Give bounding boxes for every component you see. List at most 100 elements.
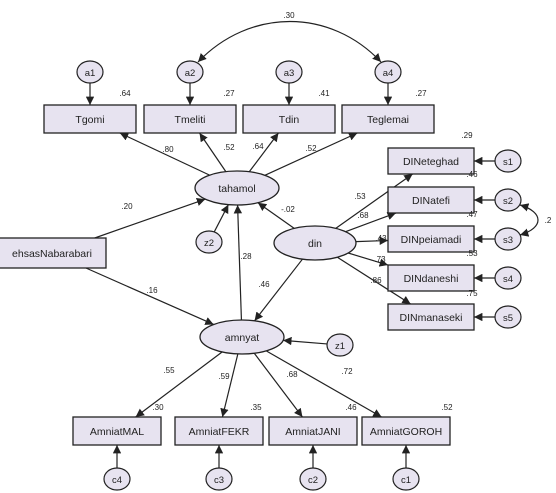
observed-variable-label-dinmanaseki: DINmanaseki xyxy=(399,312,462,324)
path-amnyat-to-tahamol xyxy=(233,204,243,321)
r-squared-amniatfekr: .35 xyxy=(250,403,262,412)
path-din-to-dinpeiamadi xyxy=(355,236,389,245)
observed-variable-dinpeiamadi xyxy=(387,225,475,253)
error-term-label-c1: c1 xyxy=(401,475,411,486)
observed-variable-label-amniatjani: AmniatJANI xyxy=(285,426,340,438)
path-din-to-amnyat xyxy=(254,258,303,322)
error-term-c4 xyxy=(103,467,131,491)
path-coefficient-amnyat-amniatmal: .55 xyxy=(163,366,175,375)
observed-variable-amniatgoroh xyxy=(361,416,451,446)
error-term-s2 xyxy=(494,188,522,212)
covariance-a2-a4 xyxy=(197,20,382,63)
error-term-label-a1: a1 xyxy=(85,68,96,79)
path-ehsasnabarabari-to-amnyat xyxy=(85,267,214,326)
error-term-label-a3: a3 xyxy=(284,68,295,79)
observed-variable-amniatjani xyxy=(268,416,358,446)
path-coefficient-amnyat-amniatgoroh: .72 xyxy=(341,367,353,376)
observed-variable-label-tmeliti: Tmeliti xyxy=(175,114,206,126)
observed-variable-dineteghad xyxy=(387,147,475,175)
latent-variable-amnyat xyxy=(199,319,285,355)
error-term-a1 xyxy=(76,60,104,84)
error-term-label-s5: s5 xyxy=(503,313,513,324)
error-term-s3 xyxy=(494,227,522,251)
error-term-c1 xyxy=(392,467,420,491)
observed-variable-amniatmal xyxy=(72,416,162,446)
r-squared-tmeliti: .27 xyxy=(223,89,235,98)
r-squared-dinpeiamadi: .47 xyxy=(466,210,478,219)
r-squared-amniatjani: .46 xyxy=(345,403,357,412)
latent-variable-label-din: din xyxy=(308,238,322,250)
error-term-label-s4: s4 xyxy=(503,274,513,285)
r-squared-dindaneshi: .53 xyxy=(466,249,478,258)
error-term-label-z2: z2 xyxy=(204,238,214,249)
path-amnyat-to-amniatmal xyxy=(135,351,223,418)
path-z2-to-tahamol xyxy=(213,204,229,233)
r-squared-amniatgoroh: .52 xyxy=(441,403,453,412)
path-coefficient-tahamol-tgomi: .80 xyxy=(162,145,174,154)
observed-variable-label-amniatgoroh: AmniatGOROH xyxy=(370,426,442,438)
error-term-label-c4: c4 xyxy=(112,475,122,486)
error-term-c3 xyxy=(205,467,233,491)
path-coefficient-din-dindaneshi: .73 xyxy=(374,255,386,264)
observed-variable-tgomi xyxy=(43,104,137,134)
error-term-z2 xyxy=(195,230,223,254)
latent-variable-label-amnyat: amnyat xyxy=(225,332,260,344)
error-term-label-a4: a4 xyxy=(383,68,394,79)
error-term-a3 xyxy=(275,60,303,84)
r-squared-dinatefi: .46 xyxy=(466,170,478,179)
path-coefficient-din-dinmanaseki: .86 xyxy=(370,276,382,285)
covariance-label-a2-a4: .30 xyxy=(283,11,295,20)
error-term-label-c2: c2 xyxy=(308,475,318,486)
observed-variable-label-dineteghad: DINeteghad xyxy=(403,156,459,168)
path-coefficient-din-dinatefi: .68 xyxy=(357,211,369,220)
observed-variable-dinmanaseki xyxy=(387,303,475,331)
path-coefficient-amnyat-tahamol: .28 xyxy=(240,252,252,261)
latent-variable-tahamol xyxy=(194,170,280,206)
error-term-a2 xyxy=(176,60,204,84)
path-amnyat-to-amniatgoroh xyxy=(265,350,382,418)
path-coefficient-din-amnyat: .46 xyxy=(258,280,270,289)
path-tahamol-to-tdin xyxy=(248,132,279,173)
path-amnyat-to-amniatfekr xyxy=(220,353,239,418)
error-term-label-s2: s2 xyxy=(503,196,513,207)
r-squared-tdin: .41 xyxy=(318,89,330,98)
error-term-z1 xyxy=(326,333,354,357)
error-term-label-s1: s1 xyxy=(503,157,513,168)
r-squared-dinmanaseki: .75 xyxy=(466,289,478,298)
path-tahamol-to-teglemai xyxy=(264,132,358,176)
covariance-label-s2-s3: .2 xyxy=(545,216,552,225)
path-coefficient-amnyat-amniatfekr: .59 xyxy=(218,372,230,381)
path-coefficient-ehsasnabarabari-tahamol: .20 xyxy=(121,202,133,211)
covariance-s2-s3 xyxy=(519,203,539,237)
path-coefficient-tahamol-tmeliti: .52 xyxy=(223,143,235,152)
observed-variable-tdin xyxy=(242,104,336,134)
path-din-to-dineteghad xyxy=(335,173,413,229)
observed-variable-ehsasnabarabari xyxy=(0,237,107,269)
observed-variable-label-tdin: Tdin xyxy=(279,114,300,126)
path-tahamol-to-tgomi xyxy=(119,132,210,176)
error-term-s4 xyxy=(494,266,522,290)
error-term-label-c3: c3 xyxy=(214,475,224,486)
path-tahamol-to-tmeliti xyxy=(199,132,227,172)
error-term-label-z1: z1 xyxy=(335,341,345,352)
r-squared-dineteghad: .29 xyxy=(461,131,473,140)
observed-variable-tmeliti xyxy=(143,104,237,134)
path-coefficient-tahamol-tdin: .64 xyxy=(252,142,264,151)
path-coefficient-din-tahamol: -.02 xyxy=(281,205,295,214)
observed-variable-label-amniatfekr: AmniatFEKR xyxy=(189,426,250,438)
path-amnyat-to-amniatjani xyxy=(253,352,303,418)
error-term-label-a2: a2 xyxy=(185,68,196,79)
path-din-to-dindaneshi xyxy=(347,252,389,267)
latent-variable-din xyxy=(273,225,357,261)
observed-variable-label-dindaneshi: DINdaneshi xyxy=(404,273,459,285)
observed-variable-label-tgomi: Tgomi xyxy=(75,114,104,126)
path-ehsasnabarabari-to-tahamol xyxy=(94,197,206,239)
observed-variable-teglemai xyxy=(341,104,435,134)
error-term-s1 xyxy=(494,149,522,173)
error-term-label-s3: s3 xyxy=(503,235,513,246)
latent-variable-label-tahamol: tahamol xyxy=(218,183,255,195)
observed-variable-amniatfekr xyxy=(174,416,264,446)
path-din-to-dinatefi xyxy=(345,211,397,233)
path-din-to-tahamol xyxy=(257,202,295,229)
